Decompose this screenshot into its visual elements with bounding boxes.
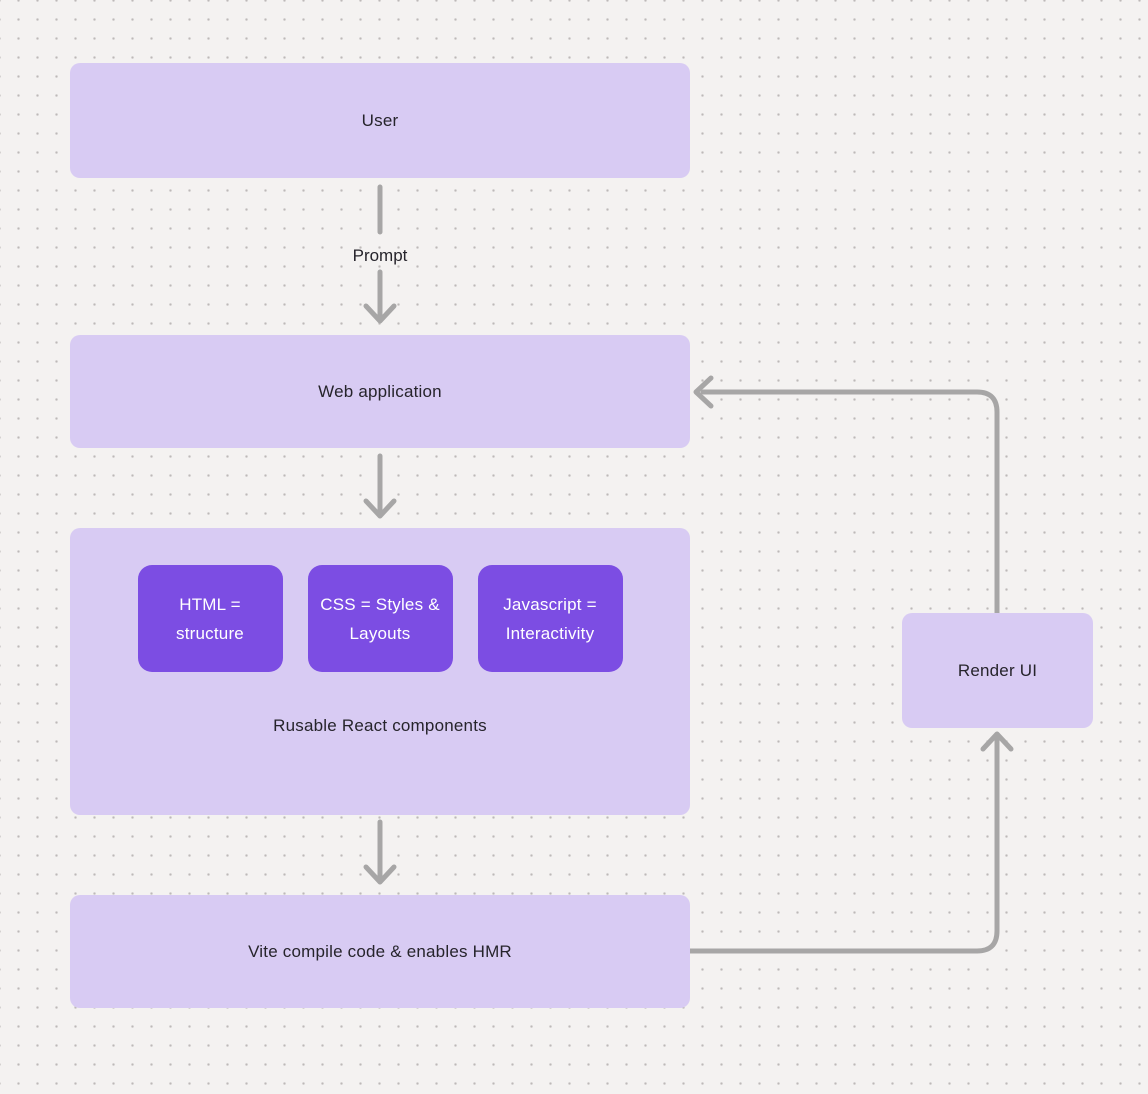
node-web-application-label: Web application bbox=[318, 381, 442, 401]
connector-renderui-to-webapp-icon bbox=[693, 375, 1000, 616]
node-vite-label: Vite compile code & enables HMR bbox=[248, 941, 512, 961]
chip-html[interactable]: HTML = structure bbox=[137, 565, 283, 672]
node-render-ui-label: Render UI bbox=[957, 660, 1038, 680]
chip-css[interactable]: CSS = Styles & Layouts bbox=[307, 565, 453, 672]
node-user-label: User bbox=[361, 110, 399, 130]
edge-label-prompt: Prompt bbox=[352, 246, 408, 265]
arrow-components-to-vite-icon bbox=[363, 819, 397, 885]
arrow-webapp-to-components-icon bbox=[363, 453, 397, 519]
components-caption: Rusable React components bbox=[273, 716, 487, 735]
chip-css-label: CSS = Styles & Layouts bbox=[320, 594, 440, 643]
chip-javascript-label: Javascript = Interactivity bbox=[503, 594, 597, 643]
node-user[interactable]: User bbox=[70, 63, 690, 178]
node-render-ui[interactable]: Render UI bbox=[902, 613, 1093, 728]
chip-javascript[interactable]: Javascript = Interactivity bbox=[477, 565, 623, 672]
components-chip-row: HTML = structure CSS = Styles & Layouts … bbox=[70, 565, 690, 672]
chip-html-label: HTML = structure bbox=[176, 594, 244, 643]
connector-vite-to-renderui-icon bbox=[687, 731, 1014, 954]
node-web-application[interactable]: Web application bbox=[70, 335, 690, 448]
node-vite[interactable]: Vite compile code & enables HMR bbox=[70, 895, 690, 1008]
node-react-components[interactable]: HTML = structure CSS = Styles & Layouts … bbox=[70, 528, 690, 815]
